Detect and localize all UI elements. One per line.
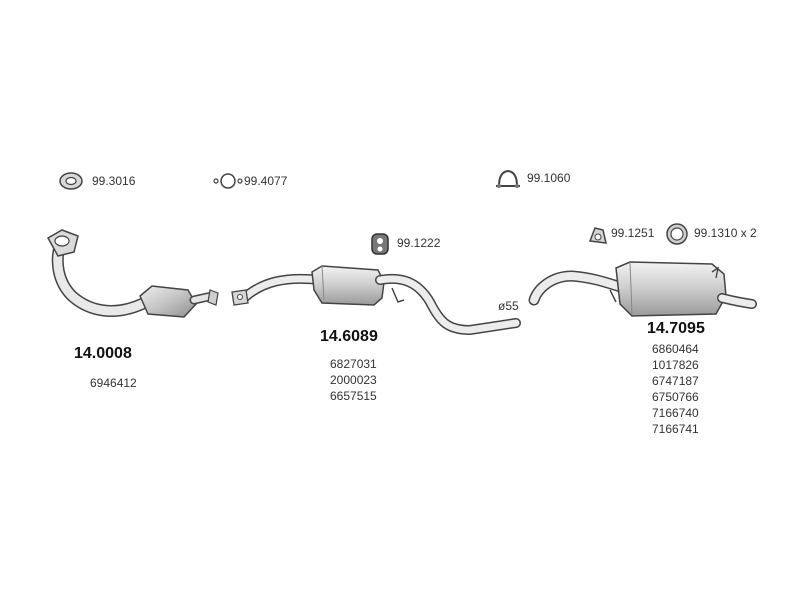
part-number: 14.6089 (320, 328, 378, 345)
accessory-code: 99.1060 (527, 171, 571, 185)
mount-bracket-icon (588, 227, 607, 244)
oem-number: 7166740 (652, 406, 699, 420)
oem-number: 6657515 (330, 389, 377, 403)
accessory-code: 99.1310 x 2 (694, 226, 757, 240)
oem-number: 6827031 (330, 357, 377, 371)
ring-gasket-icon (59, 172, 83, 190)
accessory-code: 99.1222 (397, 236, 441, 250)
oem-number: 6750766 (652, 390, 699, 404)
oem-number-list: 6827031 2000023 6657515 (330, 356, 377, 404)
accessory-code: 99.4077 (244, 174, 288, 188)
rubber-hanger-icon (371, 233, 389, 255)
o-ring-icon (213, 173, 243, 189)
oem-number: 6946412 (90, 376, 137, 390)
front-pipe-catalytic-converter (46, 229, 219, 318)
accessory-code: 99.1251 (611, 226, 655, 240)
oem-number: 1017826 (652, 358, 699, 372)
oem-number: 6860464 (652, 342, 699, 356)
oem-number: 6747187 (652, 374, 699, 388)
part-number: 14.0008 (74, 345, 132, 362)
rubber-ring-icon (666, 223, 688, 245)
accessory-code: 99.3016 (92, 174, 136, 188)
oem-number-list: 6946412 (90, 375, 137, 391)
part-number: 14.7095 (647, 320, 705, 337)
oem-number: 7166741 (652, 422, 699, 436)
oem-number-list: 6860464 1017826 6747187 6750766 7166740 … (652, 341, 699, 437)
clamp-icon (496, 169, 520, 188)
center-pipe-silencer (231, 265, 521, 336)
oem-number: 2000023 (330, 373, 377, 387)
pipe-diameter-label: ø55 (498, 299, 519, 313)
rear-silencer (528, 261, 757, 317)
